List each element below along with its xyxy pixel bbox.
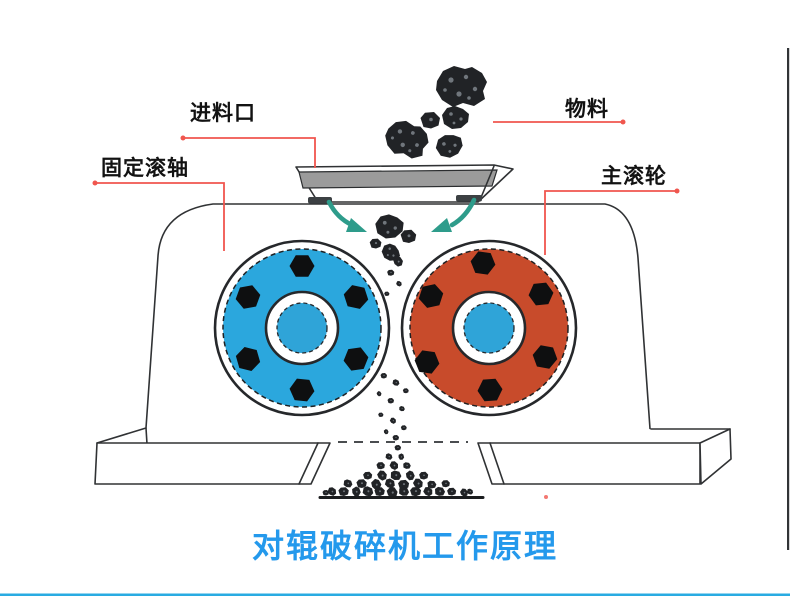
raw-material-rocks — [380, 66, 487, 163]
roller-left-fixed — [213, 239, 391, 417]
hopper-outlet-right-lip — [456, 195, 482, 202]
right-border-line — [787, 48, 790, 550]
leader-lines — [92, 119, 680, 499]
base-right — [477, 428, 732, 485]
feed-hopper — [295, 164, 514, 204]
label-main-roller: 主滚轮 — [601, 165, 667, 188]
label-feed-inlet: 进料口 — [190, 102, 256, 125]
flow-arrow-right-icon — [431, 197, 477, 232]
hopper-outlet-left-lip — [308, 197, 332, 204]
label-material: 物料 — [565, 98, 609, 121]
discharge-pile — [318, 445, 485, 500]
label-fixed-roller: 固定滚轴 — [101, 157, 189, 180]
base-left — [94, 442, 331, 485]
roller-right-main — [400, 239, 578, 417]
bottom-border-line — [0, 593, 790, 596]
page-title: 对辊破碎机工作原理 — [251, 528, 558, 564]
flow-arrow-left-icon — [326, 199, 367, 232]
